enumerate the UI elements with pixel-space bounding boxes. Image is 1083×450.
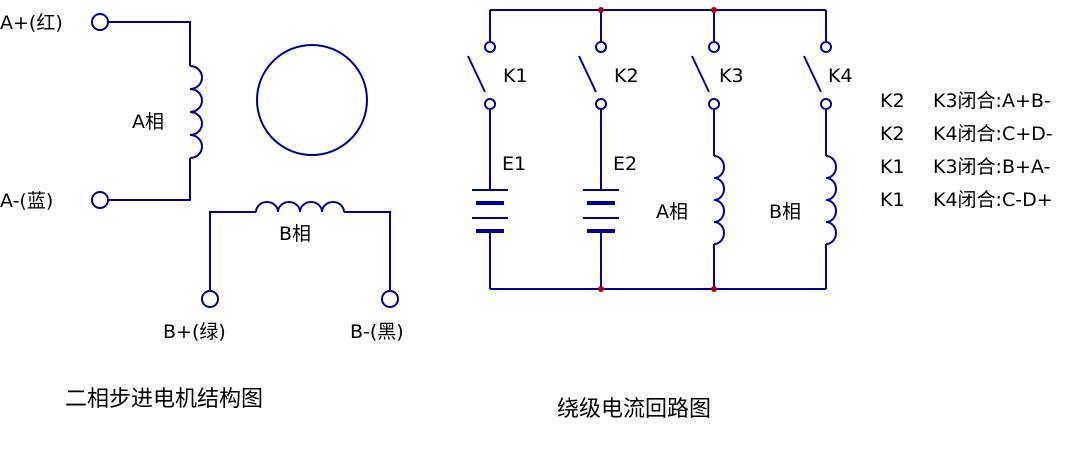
label-switch-k3: K3 — [719, 65, 744, 87]
terminal-b-plus — [201, 290, 219, 308]
circuit-coil-a — [713, 155, 725, 245]
circuit-rails — [490, 9, 826, 290]
junction-node — [711, 286, 717, 292]
switch-k1-blade — [467, 55, 486, 93]
label-b-plus: B+(绿) — [163, 321, 226, 343]
branch-k2-e2 — [578, 10, 619, 289]
label-source-e1: E1 — [502, 153, 526, 175]
terminal-b-minus — [381, 290, 399, 308]
label-b-minus: B-(黑) — [350, 321, 404, 343]
junction-node — [598, 7, 604, 13]
caption-current-loop: 绕级电流回路图 — [557, 397, 711, 422]
phase-a-winding — [91, 13, 203, 209]
branch-k4-coil-b — [803, 10, 837, 289]
label-circuit-coil-a: A相 — [656, 201, 688, 223]
label-phase-a: A相 — [132, 111, 164, 133]
circuit-coil-b — [825, 155, 837, 245]
switching-rules: K2 K3闭合:A+B- K2 K4闭合:C+D- K1 K3闭合:B+A- K… — [880, 90, 1053, 211]
label-switch-k1: K1 — [503, 65, 528, 87]
rotor-circle — [256, 44, 368, 156]
phase-b-winding — [201, 201, 399, 308]
junction-nodes — [598, 7, 717, 292]
label-circuit-coil-b: B相 — [769, 201, 801, 223]
label-a-minus: A-(蓝) — [0, 190, 53, 212]
junction-node — [598, 286, 604, 292]
label-a-plus: A+(红) — [0, 12, 63, 34]
phase-b-coil — [255, 201, 345, 213]
terminal-a-minus — [91, 191, 109, 209]
junction-node — [711, 7, 717, 13]
terminal-a-plus — [91, 13, 109, 31]
rule-condition: K4闭合:C-D+ — [933, 189, 1053, 211]
switch-k2-blade — [578, 55, 597, 93]
label-switch-k2: K2 — [614, 65, 639, 87]
rule-pair: K2 — [880, 90, 905, 112]
phase-a-coil — [189, 65, 203, 159]
rule-pair: K1 — [880, 156, 905, 178]
rule-condition: K3闭合:B+A- — [933, 156, 1050, 178]
branch-k1-e1 — [467, 10, 508, 289]
branch-k3-coil-a — [691, 10, 725, 289]
caption-motor-structure: 二相步进电机结构图 — [65, 387, 263, 412]
rule-condition: K3闭合:A+B- — [933, 90, 1051, 112]
switch-k3-blade — [691, 55, 710, 93]
rule-pair: K1 — [880, 189, 905, 211]
rule-condition: K4闭合:C+D- — [933, 123, 1053, 145]
switch-k4-blade — [803, 55, 822, 93]
label-switch-k4: K4 — [828, 65, 853, 87]
rule-pair: K2 — [880, 123, 905, 145]
label-phase-b: B相 — [279, 223, 311, 245]
label-source-e2: E2 — [613, 153, 637, 175]
